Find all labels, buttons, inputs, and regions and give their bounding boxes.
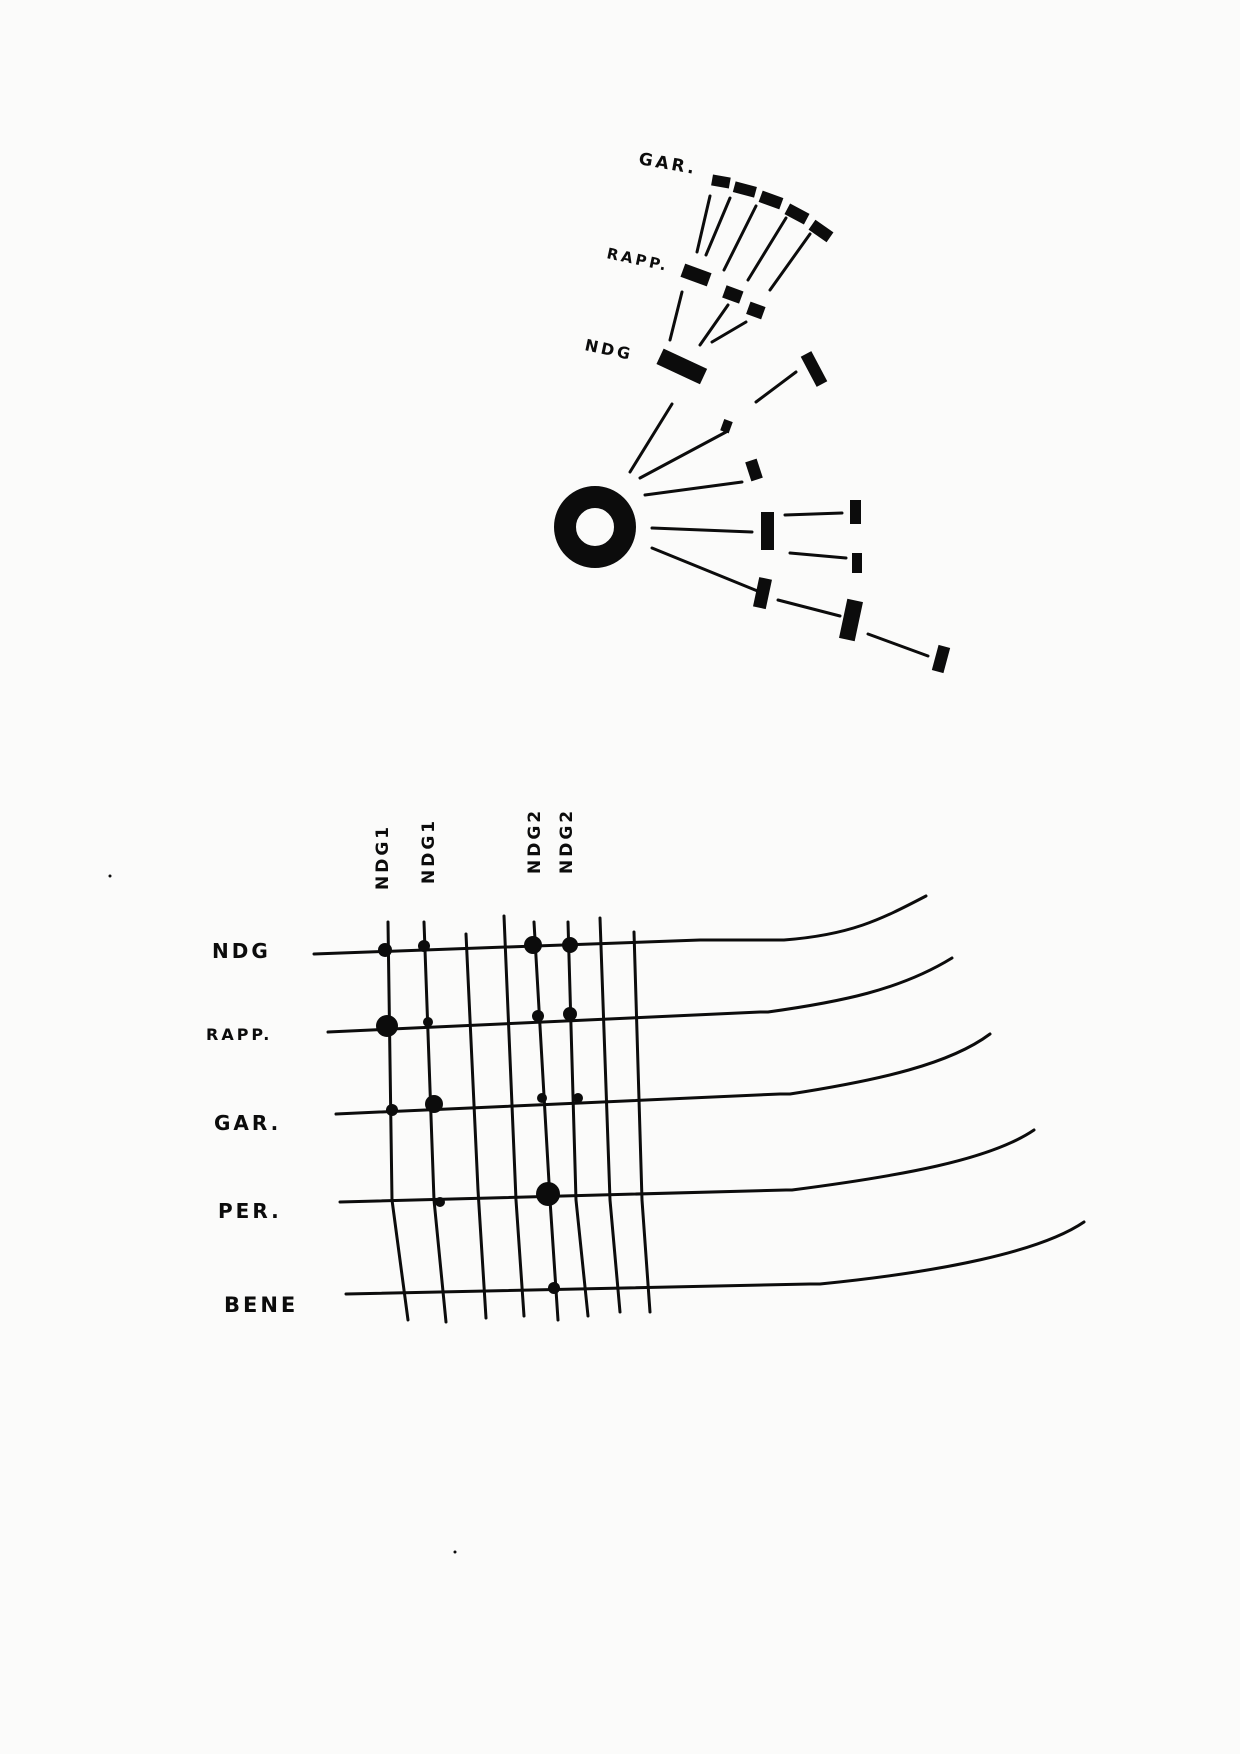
matrix-row-line bbox=[338, 1128, 1036, 1204]
intersection-dot bbox=[573, 1093, 583, 1103]
branch-line bbox=[866, 632, 930, 658]
rapp-segment bbox=[746, 301, 766, 320]
node-mark bbox=[720, 418, 733, 434]
pen-speck bbox=[453, 1550, 457, 1554]
matrix-column-line bbox=[386, 920, 410, 1322]
matrix-column-line bbox=[632, 930, 652, 1314]
row-label: GAR. bbox=[214, 1111, 281, 1135]
spoke-line bbox=[643, 480, 744, 497]
branch-node bbox=[753, 577, 772, 610]
label-gar: GAR. bbox=[637, 149, 699, 179]
matrix-column-line bbox=[532, 920, 560, 1322]
intersection-dot bbox=[532, 1010, 544, 1022]
node-mark bbox=[745, 458, 763, 482]
matrix-row-line bbox=[334, 1032, 992, 1116]
row-label: PER. bbox=[218, 1199, 282, 1223]
column-header: NDG1 bbox=[419, 818, 439, 884]
intersection-dot bbox=[386, 1104, 398, 1116]
gar-segment bbox=[711, 174, 731, 189]
level-link bbox=[698, 303, 730, 347]
matrix-column-line bbox=[598, 916, 622, 1314]
intersection-dot bbox=[548, 1282, 560, 1294]
intersection-dot bbox=[562, 937, 578, 953]
level-link bbox=[768, 232, 812, 292]
rapp-segment bbox=[722, 285, 744, 304]
rapp-segment bbox=[680, 263, 712, 287]
central-node bbox=[554, 486, 636, 568]
matrix-column-line bbox=[566, 920, 590, 1318]
column-header: NDG2 bbox=[525, 808, 545, 874]
pen-speck bbox=[108, 874, 112, 878]
matrix-column-line bbox=[502, 914, 526, 1318]
level-link bbox=[746, 216, 788, 282]
spoke-line bbox=[628, 402, 674, 474]
matrix-row-line bbox=[312, 894, 928, 956]
intersection-dot bbox=[563, 1007, 577, 1021]
label-rapp: RAPP. bbox=[605, 244, 670, 275]
matrix-column-line bbox=[464, 932, 488, 1320]
spoke-line bbox=[650, 526, 754, 534]
branch-node bbox=[931, 644, 951, 674]
branch-node bbox=[852, 553, 862, 573]
intersection-dot bbox=[418, 940, 430, 952]
spoke-line bbox=[638, 430, 728, 480]
matrix-column-line bbox=[422, 920, 448, 1324]
gar-segment bbox=[732, 181, 757, 198]
label-ndg: NDG bbox=[583, 335, 635, 364]
intersection-dot bbox=[537, 1093, 547, 1103]
row-label: BENE bbox=[224, 1293, 298, 1317]
column-header: NDG2 bbox=[557, 808, 577, 874]
branch-line bbox=[776, 598, 842, 618]
column-header: NDG1 bbox=[373, 824, 393, 890]
intersection-dot bbox=[435, 1197, 445, 1207]
spoke-line bbox=[650, 546, 762, 594]
matrix-sketch: NDG1 NDG1 NDG2 NDG2 bbox=[206, 808, 1086, 1324]
intersection-dot bbox=[376, 1015, 398, 1037]
intersection-dot bbox=[536, 1182, 560, 1206]
spoke-line bbox=[754, 370, 798, 404]
level-link bbox=[695, 194, 712, 254]
row-label: RAPP. bbox=[206, 1025, 272, 1044]
branch-line bbox=[788, 551, 848, 560]
intersection-dot bbox=[425, 1095, 443, 1113]
node-mark bbox=[800, 351, 828, 387]
row-label: NDG bbox=[212, 939, 271, 963]
branch-line bbox=[783, 511, 844, 517]
intersection-dot bbox=[423, 1017, 433, 1027]
branch-node bbox=[761, 512, 774, 550]
gar-segment bbox=[808, 219, 834, 243]
intersection-dot bbox=[524, 936, 542, 954]
gar-segment bbox=[784, 203, 810, 225]
gar-segment bbox=[758, 190, 784, 210]
level-link bbox=[722, 204, 758, 272]
level-link bbox=[704, 196, 732, 257]
branch-node bbox=[850, 500, 861, 524]
level-link bbox=[710, 320, 748, 344]
branch-node bbox=[839, 598, 863, 642]
ndg-segment bbox=[656, 348, 708, 385]
intersection-dot bbox=[378, 943, 392, 957]
matrix-row-line bbox=[344, 1220, 1086, 1296]
level-link bbox=[668, 290, 684, 342]
matrix-row-line bbox=[326, 956, 954, 1034]
radial-sketch: GAR. RAPP. NDG bbox=[554, 149, 951, 674]
